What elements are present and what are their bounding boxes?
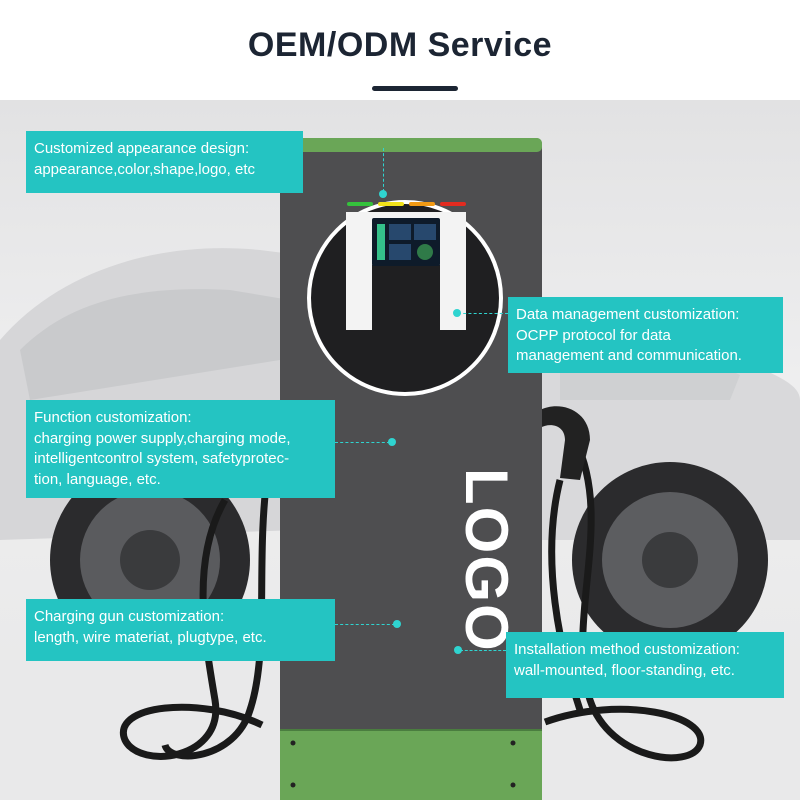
charger-top-band [280,138,542,152]
callout-text: length, wire materiat, plugtype, etc. [34,628,267,646]
callout-text: appearance,color,shape,logo, etc [34,160,255,178]
led-indicator [378,202,404,206]
title-bar [0,0,800,100]
callout-text: charging power supply,charging mode, [34,429,291,447]
led-indicator [409,202,435,206]
callout-heading: Installation method customization: [514,641,740,658]
callout-heading: Customized appearance design: [34,140,250,157]
pointer-dot [379,190,387,198]
leader-line [383,148,384,192]
callout-text: intelligentcontrol system, safetyprotec- [34,450,290,467]
callout-text: wall-mounted, floor-standing, etc. [514,661,735,679]
pointer-dot [388,438,396,446]
callout-heading: Data management customization: [516,306,740,323]
pointer-dot [393,620,401,628]
led-indicator [440,202,466,206]
page-title: OEM/ODM Service [247,26,553,64]
title-underline [372,86,458,91]
callout-heading: Charging gun customization: [34,608,225,625]
pointer-dot [453,309,461,317]
pointer-dot [454,646,462,654]
leader-line [458,313,508,314]
callout-appearance: Customized appearance design: appearance… [26,131,303,193]
callout-text: tion, language, etc. [34,470,161,488]
callout-installation: Installation method customization: wall-… [506,632,784,698]
leader-line [335,442,390,443]
callout-charging-gun: Charging gun customization: length, wire… [26,599,335,661]
callout-text: OCPP protocol for data [516,326,671,344]
logo-text: LOGO [453,468,520,653]
callout-function: Function customization: charging power s… [26,400,335,498]
charger-base [280,730,542,800]
callout-data-management: Data management customization: OCPP prot… [508,297,783,373]
callout-text: management and communication. [516,347,742,364]
leader-line [460,650,506,651]
callout-heading: Function customization: [34,409,192,426]
led-indicator [347,202,373,206]
leader-line [335,624,395,625]
